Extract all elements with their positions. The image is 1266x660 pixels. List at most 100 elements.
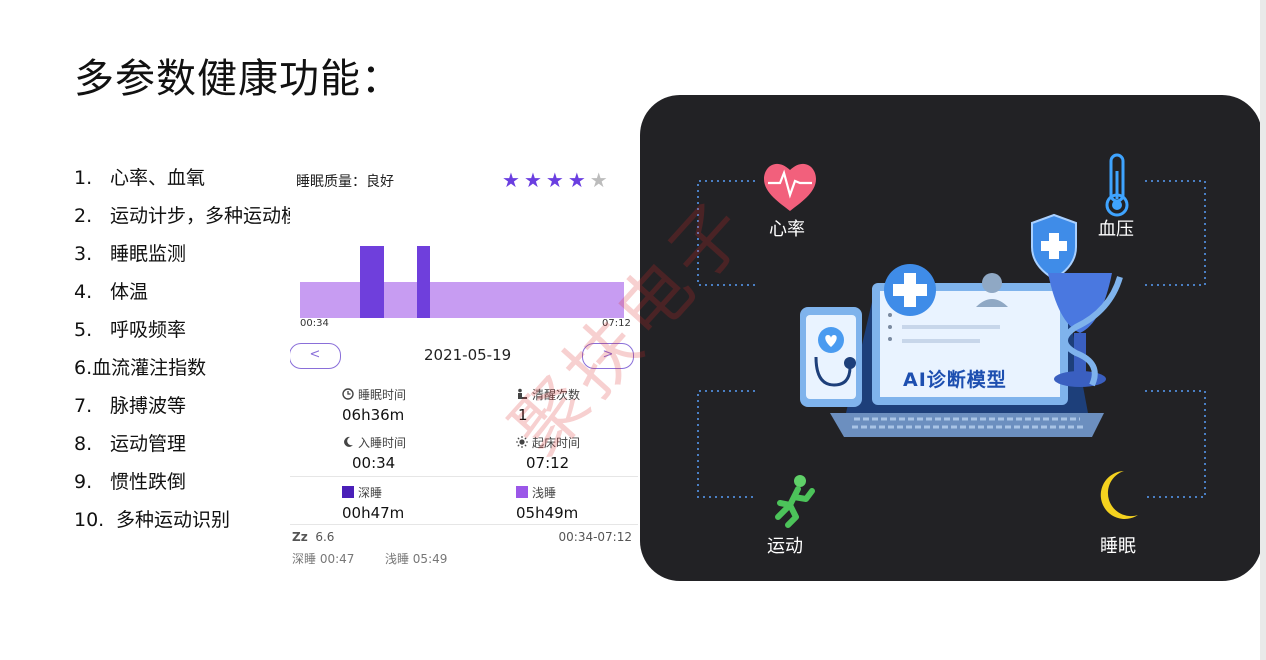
item-text: 运动计步，多种运动模式 xyxy=(110,205,320,227)
wake-time-stat: 起床时间 07:12 xyxy=(516,434,638,472)
deep-sleep-label: 深睡 xyxy=(358,486,383,500)
deep-sleep-bar xyxy=(417,246,430,318)
sleep-score: Zz 6.6 xyxy=(292,530,334,544)
clock-icon xyxy=(342,388,354,400)
connector-line xyxy=(697,180,755,286)
star-filled-icon: ★ xyxy=(545,168,568,192)
ai-diagnosis-graphic xyxy=(697,153,1206,528)
light-sleep-band xyxy=(300,282,624,318)
prev-day-button[interactable]: < xyxy=(290,343,341,369)
item-text: 多种运动识别 xyxy=(116,509,231,531)
chart-end-time: 07:12 xyxy=(602,318,631,329)
sleep-rating-stars: ★★★★★ xyxy=(502,168,612,192)
deep-sleep-legend-swatch xyxy=(342,486,354,498)
slide-title: 多参数健康功能： xyxy=(74,56,402,102)
item-text: 血流灌注指数 xyxy=(92,357,207,379)
item-number: 10. xyxy=(74,509,105,531)
runner-icon xyxy=(775,475,815,528)
item-number: 8. xyxy=(74,433,93,455)
connector-line xyxy=(697,390,755,498)
ai-diagnosis-illustration: AI诊断模型 心率 血压 运动 睡眠 xyxy=(640,95,1262,581)
bedtime-value: 00:34 xyxy=(352,454,396,472)
sleep-stage-chart xyxy=(300,246,624,318)
laptop-icon xyxy=(830,273,1104,437)
item-number: 9. xyxy=(74,471,93,493)
wake-time-value: 07:12 xyxy=(526,454,570,472)
item-number: 1. xyxy=(74,167,93,189)
divider xyxy=(290,524,638,525)
heart-rate-label: 心率 xyxy=(769,219,805,240)
item-text: 体温 xyxy=(110,281,149,303)
deep-short-label: 深睡 xyxy=(292,552,317,566)
report-date: 2021-05-19 xyxy=(424,346,512,364)
stethoscope-tablet-icon xyxy=(800,307,862,407)
item-number: 5. xyxy=(74,319,93,341)
sleep-report-screenshot: 睡眠质量：良好 ★★★★★ 00:34 07:12 < 2021-05-19 >… xyxy=(290,160,638,614)
next-day-button[interactable]: > xyxy=(582,343,634,369)
light-sleep-stat: 浅睡 05h49m xyxy=(516,484,638,522)
sleep-summary: 深睡 00:47 浅睡 05:49 xyxy=(292,550,447,567)
item-number: 3. xyxy=(74,243,93,265)
person-getting-up-icon xyxy=(516,388,528,400)
light-short-value: 05:49 xyxy=(412,552,448,566)
list-item: 4. 体温 xyxy=(74,277,319,315)
bedtime-label: 入睡时间 xyxy=(358,436,407,450)
shield-icon xyxy=(1031,213,1077,281)
feature-list: 1. 心率、血氧 2. 运动计步，多种运动模式 3. 睡眠监测 4. 体温 5.… xyxy=(74,163,319,543)
star-filled-icon: ★ xyxy=(567,168,590,192)
connector-line xyxy=(1145,180,1206,286)
item-number: 2. xyxy=(74,205,93,227)
thermometer-icon xyxy=(1105,153,1129,217)
scrollbar[interactable] xyxy=(1260,0,1266,660)
sleep-label: 睡眠 xyxy=(1100,536,1136,557)
list-item: 1. 心率、血氧 xyxy=(74,163,319,201)
chart-start-time: 00:34 xyxy=(300,318,329,329)
wake-time-label: 起床时间 xyxy=(532,436,581,450)
list-item: 7. 脉搏波等 xyxy=(74,391,319,429)
star-filled-icon: ★ xyxy=(523,168,546,192)
divider xyxy=(290,476,638,477)
light-short-label: 浅睡 xyxy=(384,552,409,566)
star-filled-icon: ★ xyxy=(502,168,524,192)
light-sleep-label: 浅睡 xyxy=(532,486,557,500)
medical-cross-icon xyxy=(884,264,936,316)
deep-sleep-bar xyxy=(360,246,384,318)
item-text: 呼吸频率 xyxy=(110,319,187,341)
item-text: 惯性跌倒 xyxy=(110,471,187,493)
list-item: 5. 呼吸频率 xyxy=(74,315,319,353)
item-number: 4. xyxy=(74,281,93,303)
deep-sleep-value: 00h47m xyxy=(342,504,405,522)
list-item: 3. 睡眠监测 xyxy=(74,239,319,277)
light-sleep-value: 05h49m xyxy=(516,504,579,522)
zz-icon: Zz xyxy=(292,530,308,544)
sun-icon xyxy=(516,436,528,448)
awake-count-label: 清醒次数 xyxy=(532,388,581,402)
blood-pressure-label: 血压 xyxy=(1098,219,1134,240)
star-empty-icon: ★ xyxy=(589,168,612,192)
awake-count-stat: 清醒次数 1 xyxy=(516,386,638,424)
connector-line xyxy=(1145,390,1206,498)
sleep-time-value: 06h36m xyxy=(342,406,405,424)
item-text: 运动管理 xyxy=(110,433,187,455)
light-sleep-legend-swatch xyxy=(516,486,528,498)
list-item: 8. 运动管理 xyxy=(74,429,319,467)
heart-icon xyxy=(764,163,816,211)
sleep-time-stat: 睡眠时间 06h36m xyxy=(342,386,472,424)
score-value: 6.6 xyxy=(315,530,335,544)
sleep-time-label: 睡眠时间 xyxy=(358,388,407,402)
deep-sleep-stat: 深睡 00h47m xyxy=(342,484,472,522)
exercise-label: 运动 xyxy=(767,536,803,557)
item-number: 6. xyxy=(74,357,93,379)
list-item: 2. 运动计步，多种运动模式 xyxy=(74,201,319,239)
sleep-range: 00:34-07:12 xyxy=(558,530,633,544)
item-text: 睡眠监测 xyxy=(110,243,187,265)
item-number: 7. xyxy=(74,395,93,417)
awake-count-value: 1 xyxy=(518,406,528,424)
sleep-quality-label: 睡眠质量：良好 xyxy=(296,174,394,190)
bowl-of-hygieia-icon xyxy=(1048,273,1123,387)
list-item: 9. 惯性跌倒 xyxy=(74,467,319,505)
item-text: 脉搏波等 xyxy=(110,395,187,417)
item-text: 心率、血氧 xyxy=(110,167,206,189)
bedtime-stat: 入睡时间 00:34 xyxy=(342,434,472,472)
list-item: 6.血流灌注指数 xyxy=(74,353,319,391)
